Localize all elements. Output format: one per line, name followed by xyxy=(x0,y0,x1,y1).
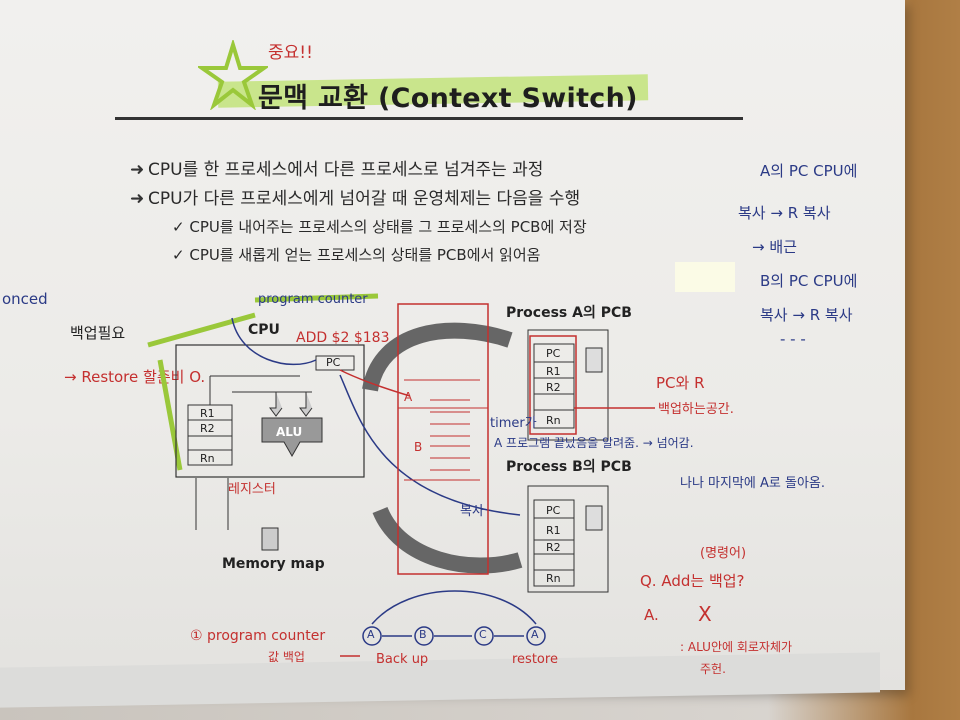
right-note-2: 복사 → R 복사 xyxy=(738,204,831,222)
seq-node-4: A xyxy=(531,628,539,641)
pcb-a-rn: Rn xyxy=(546,414,561,427)
timer-explain-note: A 프로그램 끝났음을 알려줌. → 넘어감. xyxy=(494,436,694,450)
title-rule xyxy=(115,117,743,120)
pcb-b-r1: R1 xyxy=(546,524,561,537)
pc-r-note: PC와 R xyxy=(656,374,705,392)
answer-value: X xyxy=(698,602,712,626)
pcb-b-r2: R2 xyxy=(546,541,561,554)
timer-note: timer가 xyxy=(490,416,537,431)
answer-label: A. xyxy=(644,606,659,624)
right-note-6: - - - xyxy=(780,330,806,348)
add-instruction-note: ADD $2 $183 xyxy=(296,330,390,346)
mark-b: B xyxy=(414,440,423,454)
cpu-reg-r1: R1 xyxy=(200,407,215,420)
alu-note-1: : ALU안에 회로자체가 xyxy=(680,640,793,654)
cpu-pc-label: PC xyxy=(326,356,341,369)
pcb-a-title: Process A의 PCB xyxy=(506,305,632,321)
return-note: 나나 마지막에 A로 돌아옴. xyxy=(680,476,826,491)
alu-label: ALU xyxy=(276,425,303,439)
restore-seq-label: restore xyxy=(512,652,558,667)
mark-a: A xyxy=(404,390,413,404)
seq-node-3: C xyxy=(479,628,487,641)
program-counter-note: program counter xyxy=(258,292,368,307)
page-title: 문맥 교환 (Context Switch) xyxy=(258,83,638,114)
seq-node-1: A xyxy=(367,628,375,641)
alu-note-2: 주헌. xyxy=(700,662,726,676)
star-doodle-icon xyxy=(198,40,268,110)
seq-node-2: B xyxy=(419,628,427,641)
margin-note: onced xyxy=(2,290,48,308)
right-note-5: 복사 → R 복사 xyxy=(760,306,853,324)
bottom-pc-note: ① program counter xyxy=(190,628,326,644)
pcb-a-pc: PC xyxy=(546,347,561,360)
cpu-reg-r2: R2 xyxy=(200,422,215,435)
sub-bullet-1: ✓ CPU를 내어주는 프로세스의 상태를 그 프로세스의 PCB에 저장 xyxy=(172,218,587,236)
restore-note: → Restore 할준비 O. xyxy=(64,368,206,386)
bullet-2: ➜CPU가 다른 프로세스에게 넘어갈 때 운영체제는 다음을 수행 xyxy=(130,189,581,209)
backup-seq-label: Back up xyxy=(376,652,429,667)
sub-bullet-2: ✓ CPU를 새롭게 얻는 프로세스의 상태를 PCB에서 읽어옴 xyxy=(172,246,541,264)
backup-note: 백업필요 xyxy=(70,324,126,342)
copy-note: 복사 xyxy=(460,504,484,519)
backup-space-note: 백업하는공간. xyxy=(658,402,734,417)
right-note-1: A의 PC CPU에 xyxy=(760,162,858,180)
pcb-a-r2: R2 xyxy=(546,381,561,394)
right-note-3: → 배근 xyxy=(752,238,797,256)
cpu-reg-rn: Rn xyxy=(200,452,215,465)
cpu-label: CPU xyxy=(248,322,280,338)
important-annotation: 중요!! xyxy=(268,43,313,63)
bullet-1: ➜CPU를 한 프로세스에서 다른 프로세스로 넘겨주는 과정 xyxy=(130,160,544,180)
sticky-note xyxy=(675,262,735,292)
pcb-b-pc: PC xyxy=(546,504,561,517)
pcb-a-r1: R1 xyxy=(546,365,561,378)
memory-map-label: Memory map xyxy=(222,556,325,572)
register-note: 레지스터 xyxy=(228,482,276,497)
pcb-b-title: Process B의 PCB xyxy=(506,459,632,475)
bullet-arrow-icon: ➜ xyxy=(130,189,145,209)
right-note-4: B의 PC CPU에 xyxy=(760,272,858,290)
pcb-b-rn: Rn xyxy=(546,572,561,585)
command-note: (명령어) xyxy=(700,546,747,561)
question-note: Q. Add는 백업? xyxy=(640,572,745,590)
bottom-pc-backup-note: 값 백업 xyxy=(268,650,305,664)
bullet-arrow-icon: ➜ xyxy=(130,160,145,180)
